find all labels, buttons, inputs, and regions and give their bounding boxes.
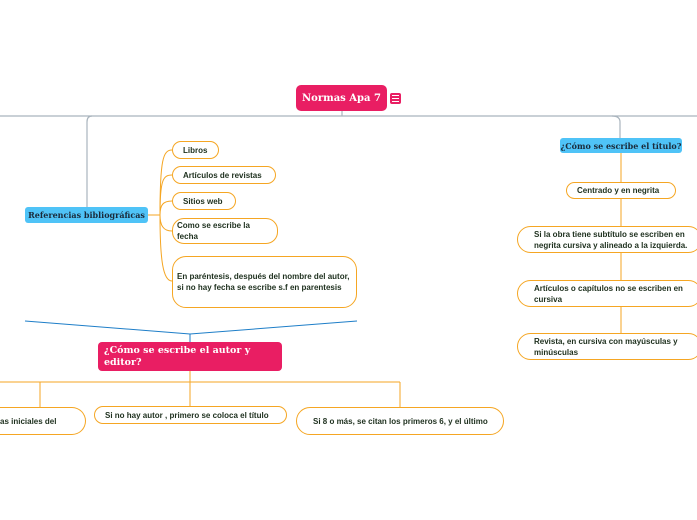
leaf-subtitulo[interactable]: Si la obra tiene subtítulo se escriben e…	[517, 226, 697, 253]
topic-titulo-label: ¿Cómo se escribe el título?	[560, 140, 682, 151]
leaf-label: Revista, en cursiva con mayúsculas y min…	[534, 336, 678, 357]
leaf-sitios-web[interactable]: Sitios web	[172, 192, 236, 210]
topic-autor-label: ¿Cómo se escribe el autor y editor?	[104, 345, 251, 368]
leaf-label: Sitios web	[183, 196, 223, 206]
topic-referencias-label: Referencias bibliográficas	[28, 210, 145, 220]
topic-referencias[interactable]: Referencias bibliográficas	[25, 207, 148, 223]
leaf-label: Si la obra tiene subtítulo se escriben e…	[534, 229, 688, 250]
leaf-label: Si 8 o más, se citan los primeros 6, y e…	[313, 416, 488, 426]
topic-autor[interactable]: ¿Cómo se escribe el autor y editor?	[98, 342, 282, 371]
menu-icon[interactable]	[390, 93, 401, 104]
leaf-articulos-revistas[interactable]: Artículos de revistas	[172, 166, 276, 184]
leaf-fecha[interactable]: Como se escribe la fecha	[172, 218, 278, 244]
leaf-label: Libros	[183, 145, 208, 155]
leaf-label: Artículos de revistas	[183, 170, 262, 180]
topic-titulo[interactable]: ¿Cómo se escribe el título?	[560, 138, 682, 153]
leaf-label: Artículos o capítulos no se escriben en …	[534, 283, 683, 304]
leaf-label: En paréntesis, después del nombre del au…	[177, 272, 350, 292]
leaf-label: Como se escribe la fecha	[177, 221, 250, 241]
leaf-articulos-capitulos[interactable]: Artículos o capítulos no se escriben en …	[517, 280, 697, 307]
leaf-iniciales[interactable]: as iniciales del	[0, 407, 86, 435]
leaf-sin-autor[interactable]: Si no hay autor , primero se coloca el t…	[94, 406, 287, 424]
leaf-revista[interactable]: Revista, en cursiva con mayúsculas y min…	[517, 333, 697, 360]
leaf-label: Si no hay autor , primero se coloca el t…	[105, 410, 269, 420]
leaf-centrado[interactable]: Centrado y en negrita	[566, 182, 676, 199]
leaf-ocho-o-mas[interactable]: Si 8 o más, se citan los primeros 6, y e…	[296, 407, 504, 435]
leaf-libros[interactable]: Libros	[172, 141, 219, 159]
leaf-parentesis[interactable]: En paréntesis, después del nombre del au…	[172, 256, 357, 308]
root-topic-label: Normas Apa 7	[302, 92, 381, 104]
root-topic[interactable]: Normas Apa 7	[296, 85, 387, 111]
leaf-label: as iniciales del	[0, 416, 57, 426]
leaf-label: Centrado y en negrita	[577, 186, 660, 195]
